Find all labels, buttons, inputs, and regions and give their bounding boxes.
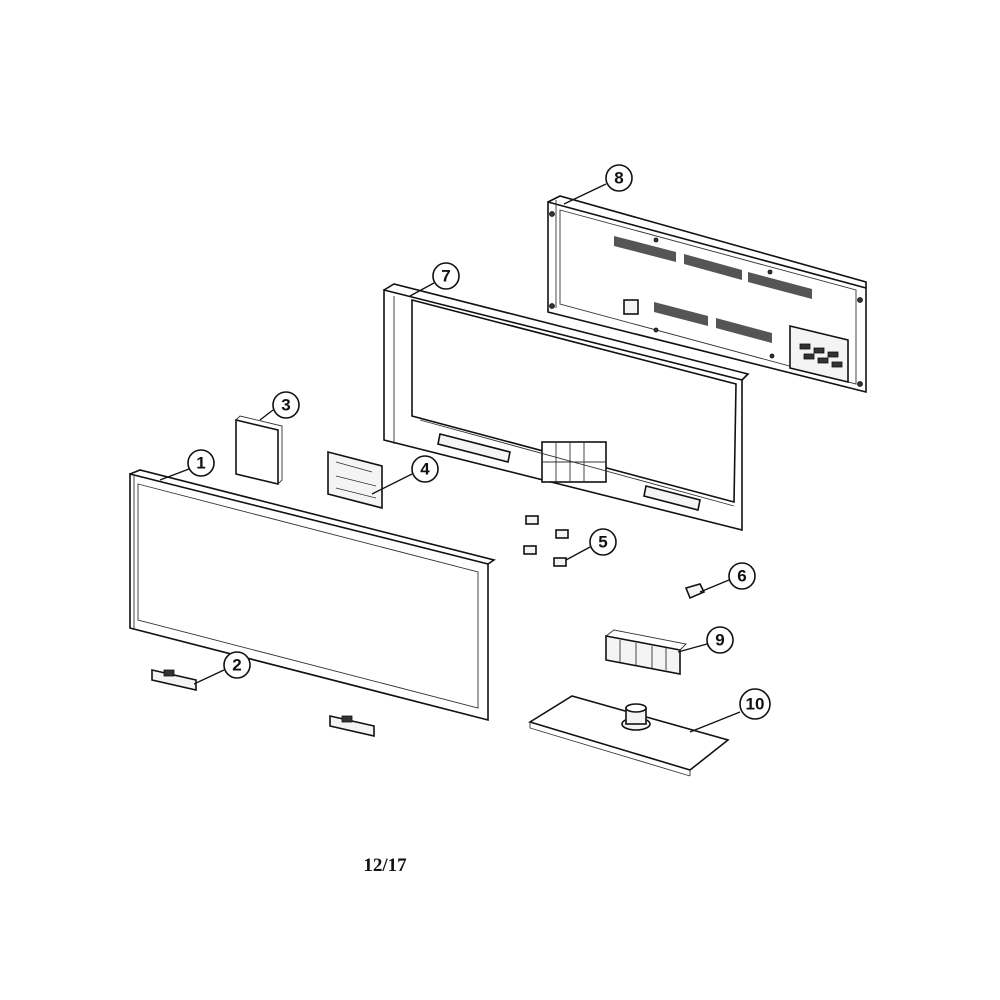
part-10-stand-base (528, 695, 730, 777)
callout-10: 10 (689, 688, 771, 733)
callout-4: 4 (371, 455, 439, 495)
callout-7: 7 (409, 262, 460, 297)
part-2-bracket-right (329, 714, 375, 738)
callout-5: 5 (565, 528, 617, 561)
callout-2-label: 2 (232, 656, 241, 675)
part-6-clip (684, 583, 706, 600)
callout-6: 6 (699, 562, 756, 593)
callout-10-label: 10 (746, 695, 765, 714)
callout-9: 9 (677, 626, 734, 654)
callout-4-label: 4 (420, 460, 430, 479)
part-7-middle-frame (383, 283, 750, 532)
callout-7-label: 7 (441, 267, 450, 286)
part-2-bracket-left (151, 668, 197, 692)
page-number: 12/17 (363, 855, 407, 876)
part-5-clips (523, 515, 569, 567)
callout-1: 1 (159, 449, 215, 481)
callout-9-label: 9 (715, 631, 724, 650)
part-1-display-panel (129, 469, 496, 722)
callout-3: 3 (259, 391, 300, 421)
callout-5-label: 5 (598, 533, 607, 552)
callout-6-label: 6 (737, 567, 746, 586)
part-9-stand-neck (605, 629, 687, 675)
part-4-main-board (327, 450, 383, 510)
part-3-small-board (235, 415, 283, 486)
callout-3-label: 3 (281, 396, 290, 415)
callout-2: 2 (193, 651, 251, 685)
callout-8: 8 (563, 164, 633, 205)
part-8-rear-cover (547, 195, 867, 394)
callout-8-label: 8 (614, 169, 623, 188)
callout-1-label: 1 (196, 454, 205, 473)
